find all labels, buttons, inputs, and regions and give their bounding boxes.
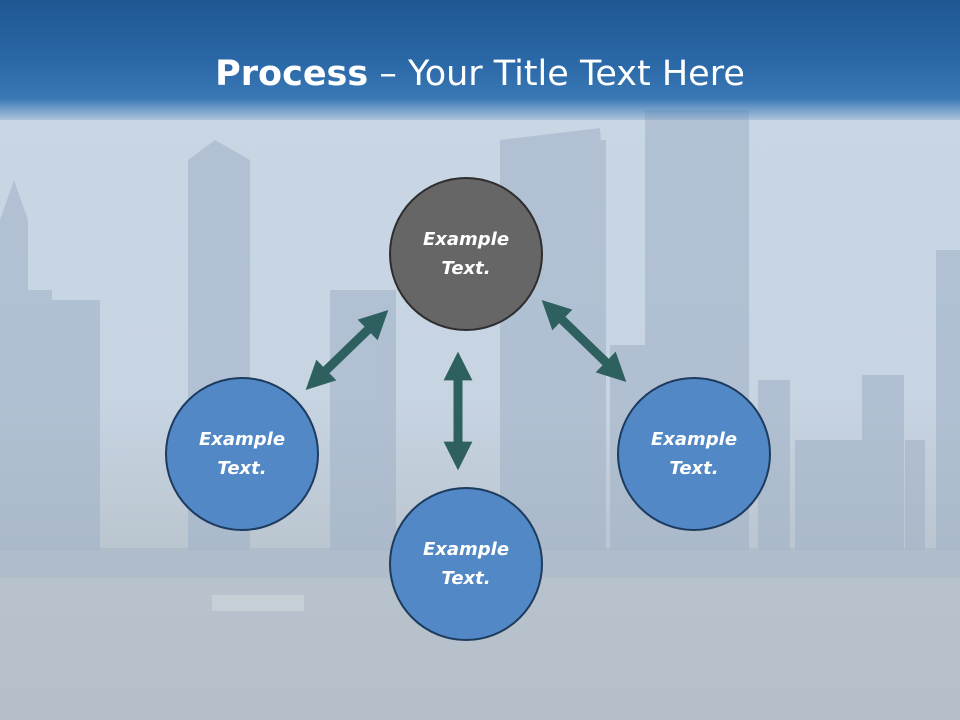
node-top-line2: Text. (441, 258, 491, 279)
node-right-line1: Example (650, 429, 738, 450)
node-left-line1: Example (198, 429, 286, 450)
node-bottom-line1: Example (422, 539, 510, 560)
arrow-top-to-right (541, 299, 627, 383)
node-right[interactable]: Example Text. (617, 377, 771, 531)
node-top-line1: Example (422, 229, 510, 250)
slide-title: Process – Your Title Text Here (0, 52, 960, 96)
node-bottom[interactable]: Example Text. (389, 487, 543, 641)
arrow-top-to-left (305, 309, 389, 391)
title-bar (0, 0, 960, 120)
node-top[interactable]: Example Text. (389, 177, 543, 331)
node-left[interactable]: Example Text. (165, 377, 319, 531)
node-left-line2: Text. (217, 458, 267, 479)
title-bold-word: Process (215, 54, 369, 94)
title-rest: – Your Title Text Here (368, 54, 745, 94)
node-right-line2: Text. (669, 458, 719, 479)
node-bottom-line2: Text. (441, 568, 491, 589)
